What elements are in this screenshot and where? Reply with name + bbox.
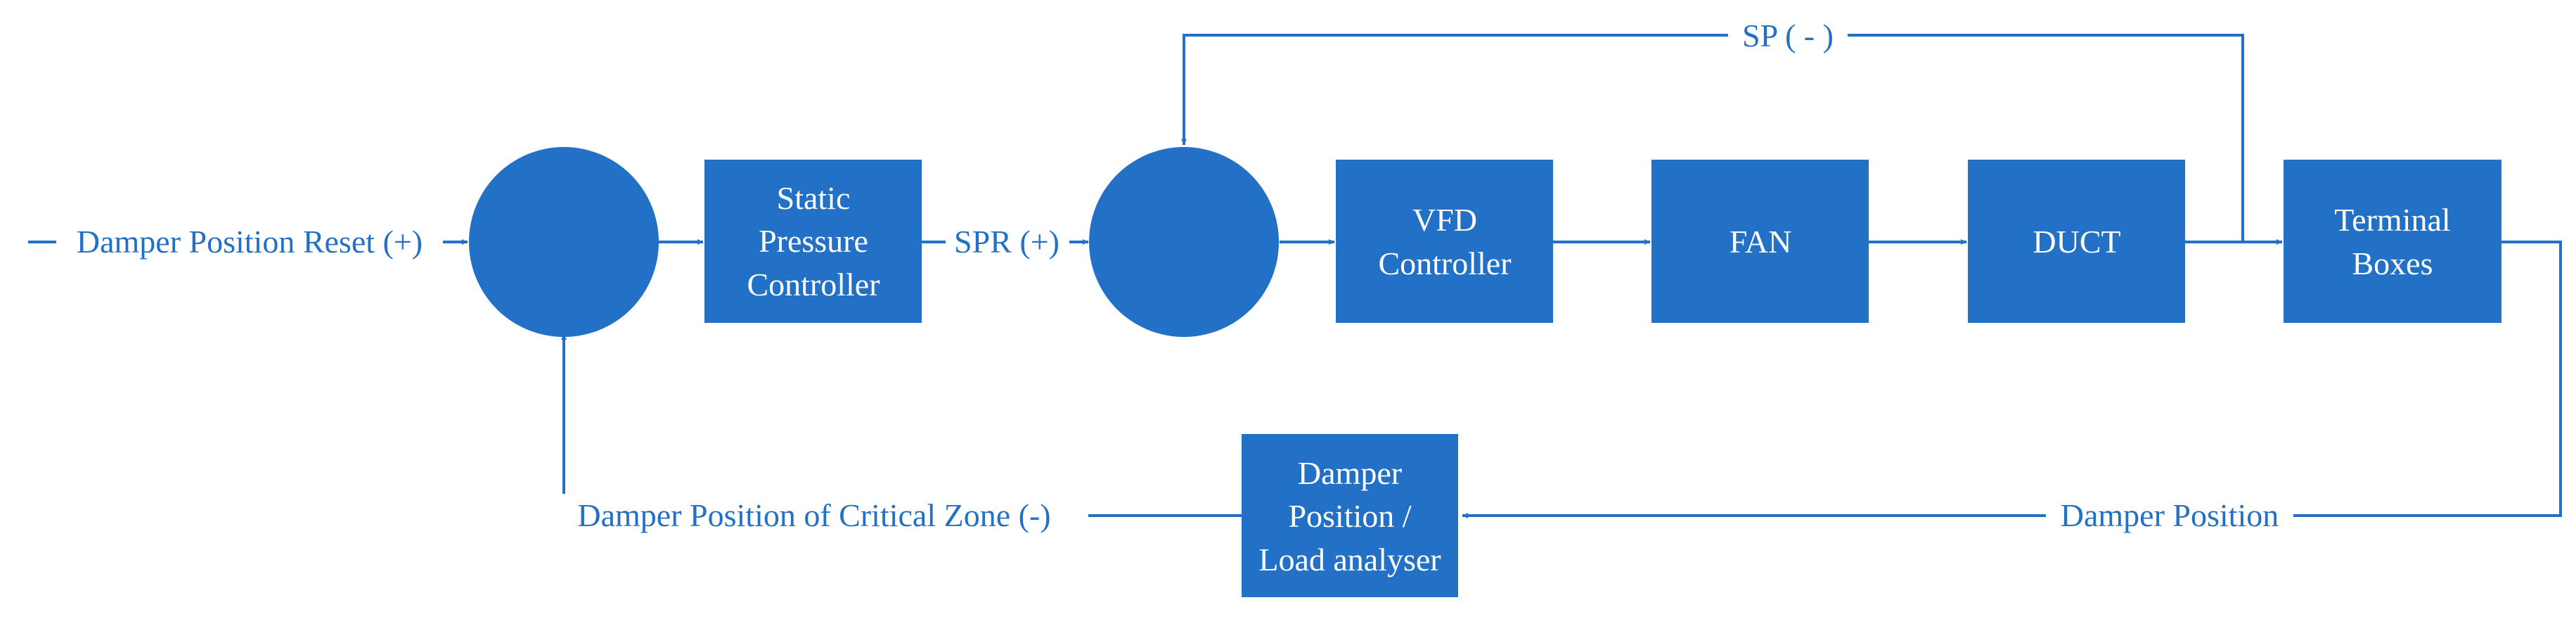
static-pressure-controller-line-1: Static — [777, 180, 851, 216]
duct-block: DUCT — [1968, 160, 2185, 323]
terminal-boxes-block: Terminal Boxes — [2284, 160, 2501, 323]
damper-position-reset-label: Damper Position Reset (+) — [77, 224, 423, 260]
summing-junction-2 — [1089, 147, 1279, 337]
damper-position-label: Damper Position — [2061, 497, 2279, 533]
load-analyser-block: Damper Position / Load analyser — [1242, 434, 1458, 597]
load-analyser-line-3: Load analyser — [1258, 542, 1441, 577]
sp-label: SP ( - ) — [1742, 18, 1834, 53]
vfd-controller-line-1: VFD — [1412, 202, 1477, 238]
edge-load-analyser-to-sum-1 — [561, 334, 1242, 517]
edge-sp-feedback — [1181, 34, 2244, 242]
static-pressure-controller-block: Static Pressure Controller — [704, 160, 922, 323]
fan-block: FAN — [1651, 160, 1869, 323]
edge-terminal-boxes-to-load-analyser — [1462, 241, 2562, 518]
load-analyser-line-1: Damper — [1298, 455, 1402, 491]
nodes: Static Pressure Controller VFD Controlle… — [469, 147, 2501, 597]
static-pressure-controller-line-2: Pressure — [759, 223, 868, 259]
vfd-controller-line-2: Controller — [1378, 245, 1511, 281]
terminal-boxes-line-1: Terminal — [2334, 202, 2450, 238]
terminal-boxes-line-2: Boxes — [2352, 245, 2433, 281]
load-analyser-line-2: Position / — [1288, 498, 1411, 534]
edge-labels: Damper Position Reset (+) SPR (+) SP ( -… — [56, 14, 2293, 537]
summing-junction-1 — [469, 147, 659, 337]
fan-label: FAN — [1730, 224, 1792, 260]
vfd-controller-block: VFD Controller — [1336, 160, 1553, 323]
static-pressure-controller-line-3: Controller — [747, 267, 880, 302]
duct-label: DUCT — [2033, 224, 2120, 260]
critical-zone-label: Damper Position of Critical Zone (-) — [577, 497, 1050, 533]
spr-label: SPR (+) — [954, 224, 1060, 260]
